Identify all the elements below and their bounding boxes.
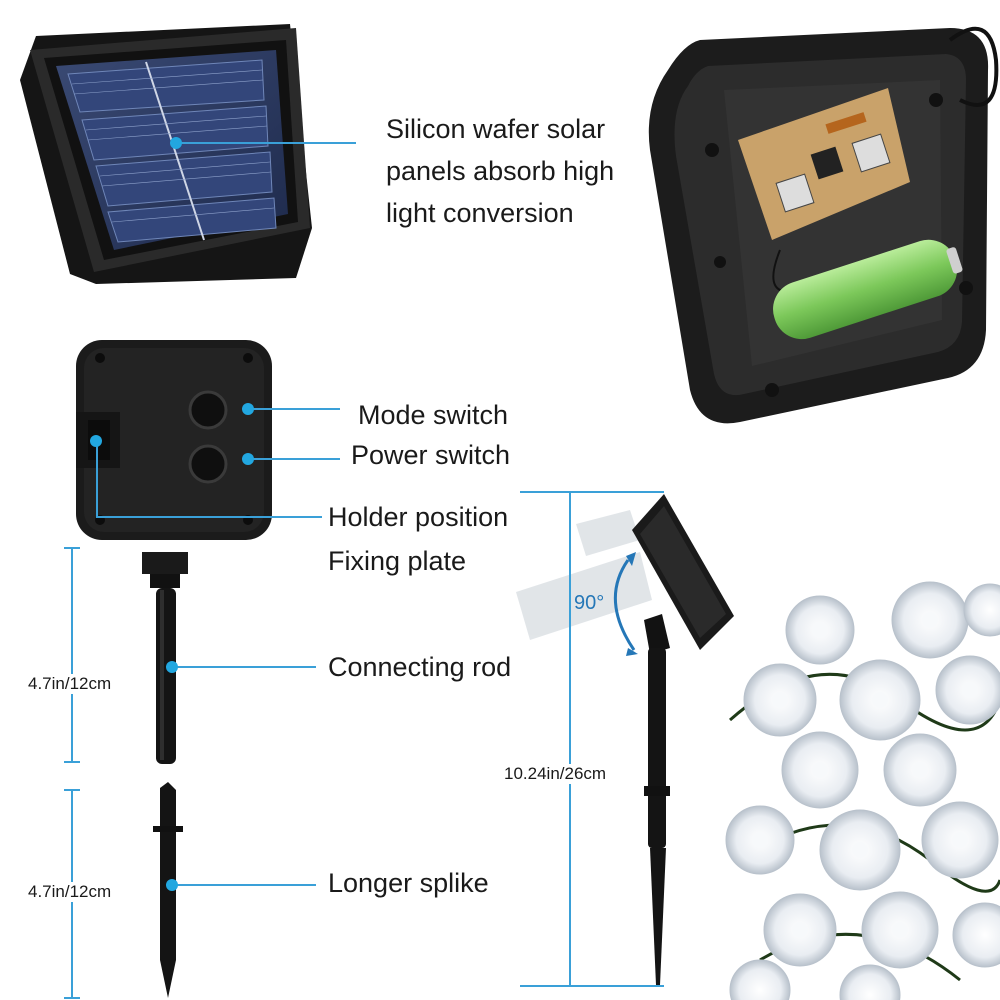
longer-spike-label: Longer splike [328,868,489,898]
solar-panel-caption-line-1: Silicon wafer solar [386,114,606,144]
tilt-angle-label: 90° [574,592,605,614]
mode-switch-marker [242,403,254,415]
assembled-stake-image [516,494,734,985]
dimension-lines [64,491,664,999]
holder-leader-line [96,516,322,518]
spike-marker [166,879,178,891]
solar-panel-marker [170,137,182,149]
spike-leader-line [172,884,316,886]
holder-leader-vertical [96,440,98,518]
battery-compartment-image [648,26,999,424]
fixing-plate-label: Fixing plate [328,546,467,576]
solar-panel-caption-line-2: panels absorb high [386,156,615,186]
mode-switch-leader-line [248,408,340,410]
mode-switch-label: Mode switch [358,400,509,430]
power-switch-leader-line [248,458,340,460]
connecting-rod-label: Connecting rod [328,652,512,682]
holder-position-label: Holder position [328,502,509,532]
total-height-label: 10.24in/26cm [504,764,607,784]
solar-panel-caption: Silicon wafer solar panels absorb high l… [386,108,614,234]
spike-length-label: 4.7in/12cm [28,882,112,902]
switch-box-image [76,340,272,540]
connecting-rod-marker [166,661,178,673]
power-switch-label: Power switch [351,440,511,470]
holder-marker [90,435,102,447]
connecting-rod-leader-line [172,666,316,668]
rod-length-label: 4.7in/12cm [28,674,112,694]
blossom-lights-image [725,581,1000,1000]
solar-panel-caption-line-3: light conversion [386,198,574,228]
solar-panel-image [20,24,312,284]
connecting-rod-image [142,552,188,764]
solar-panel-leader-line [176,142,356,144]
power-switch-marker [242,453,254,465]
